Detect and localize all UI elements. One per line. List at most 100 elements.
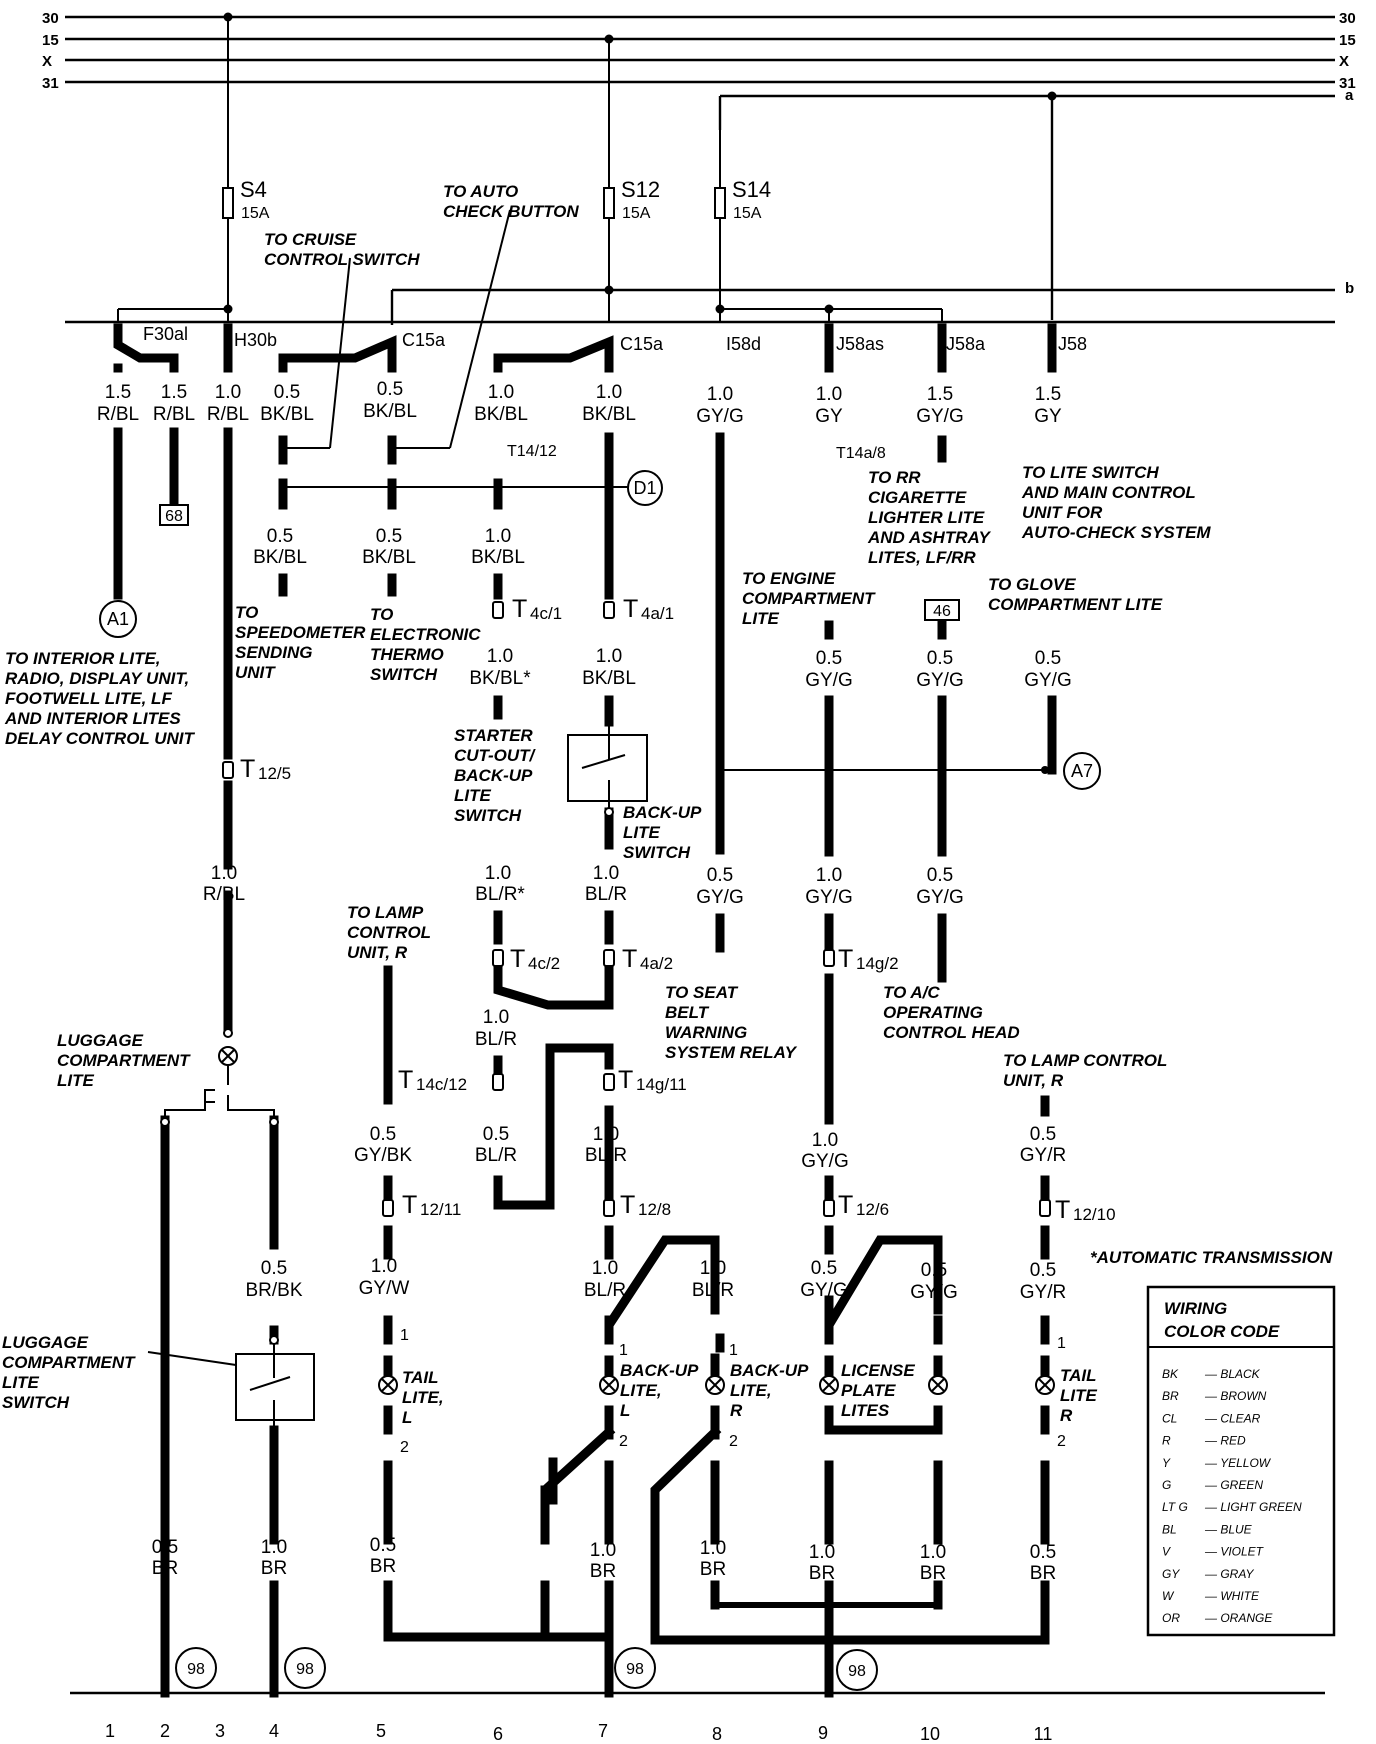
svg-text:2: 2 <box>1057 1433 1066 1450</box>
legend-name: — BLACK <box>1204 1367 1261 1381</box>
svg-text:1.5: 1.5 <box>161 382 187 403</box>
svg-text:UNIT FOR: UNIT FOR <box>1022 503 1103 522</box>
legend-code: CL <box>1162 1411 1177 1425</box>
svg-text:T: T <box>398 1066 413 1094</box>
svg-text:TO A/C: TO A/C <box>883 983 940 1002</box>
svg-text:LITE: LITE <box>623 823 660 842</box>
svg-text:CUT-OUT/: CUT-OUT/ <box>454 746 537 765</box>
legend-name: — BROWN <box>1204 1389 1267 1403</box>
svg-text:LITE: LITE <box>454 786 491 805</box>
svg-text:BR: BR <box>261 1558 287 1579</box>
svg-text:9: 9 <box>818 1723 828 1743</box>
svg-text:BELT: BELT <box>665 1003 710 1022</box>
svg-text:T: T <box>838 1191 853 1219</box>
svg-text:LITE,: LITE, <box>730 1381 772 1400</box>
svg-text:0.5: 0.5 <box>927 648 953 669</box>
svg-text:T: T <box>510 945 525 973</box>
svg-text:4: 4 <box>269 1721 279 1741</box>
wires <box>113 323 1057 1698</box>
svg-text:1.5: 1.5 <box>105 382 131 403</box>
svg-text:F30al: F30al <box>143 324 188 344</box>
svg-text:2: 2 <box>160 1721 170 1741</box>
svg-text:0.5: 0.5 <box>376 526 402 547</box>
svg-text:GY/G: GY/G <box>916 670 964 691</box>
svg-text:UNIT: UNIT <box>235 663 276 682</box>
svg-text:BR: BR <box>1030 1563 1056 1584</box>
svg-text:1.0: 1.0 <box>809 1542 835 1563</box>
svg-text:GY/G: GY/G <box>696 406 744 427</box>
svg-text:J58as: J58as <box>836 334 884 354</box>
svg-text:2: 2 <box>619 1433 628 1450</box>
svg-text:T: T <box>240 755 255 783</box>
svg-text:1.5: 1.5 <box>1035 384 1061 405</box>
svg-text:GY/BK: GY/BK <box>354 1145 412 1166</box>
terminal-labels: F30al H30b C15a C15a I58d J58as J58a J58 <box>143 324 1087 354</box>
svg-text:8: 8 <box>712 1724 722 1744</box>
svg-text:GY/R: GY/R <box>1020 1282 1066 1303</box>
svg-text:CONTROL: CONTROL <box>347 923 431 942</box>
svg-text:14c/12: 14c/12 <box>416 1075 467 1094</box>
svg-text:BR: BR <box>152 1558 178 1579</box>
svg-text:BR/BK: BR/BK <box>245 1280 302 1301</box>
svg-text:CONTROL SWITCH: CONTROL SWITCH <box>264 250 420 269</box>
svg-text:TO LITE SWITCH: TO LITE SWITCH <box>1022 463 1159 482</box>
legend-code: OR <box>1162 1611 1180 1625</box>
svg-text:T: T <box>620 1191 635 1219</box>
svg-text:BR: BR <box>700 1559 726 1580</box>
svg-text:GY/G: GY/G <box>805 670 853 691</box>
svg-text:2: 2 <box>729 1433 738 1450</box>
svg-text:1.0: 1.0 <box>593 863 619 884</box>
svg-text:TO SEAT: TO SEAT <box>665 983 739 1002</box>
svg-text:CONTROL HEAD: CONTROL HEAD <box>883 1023 1020 1042</box>
svg-text:BK/BL: BK/BL <box>260 404 314 425</box>
svg-text:R: R <box>1060 1406 1073 1425</box>
svg-text:CIGARETTE: CIGARETTE <box>868 488 967 507</box>
svg-text:STARTER: STARTER <box>454 726 533 745</box>
svg-text:J58: J58 <box>1058 334 1087 354</box>
svg-text:AND INTERIOR LITES: AND INTERIOR LITES <box>4 709 181 728</box>
svg-text:0.5: 0.5 <box>274 382 300 403</box>
legend-name: — WHITE <box>1204 1589 1260 1603</box>
svg-text:AND ASHTRAY: AND ASHTRAY <box>867 528 991 547</box>
svg-text:UNIT, R: UNIT, R <box>347 943 408 962</box>
svg-text:0.5: 0.5 <box>811 1258 837 1279</box>
svg-text:C15a: C15a <box>402 330 446 350</box>
svg-text:DELAY CONTROL UNIT: DELAY CONTROL UNIT <box>5 729 196 748</box>
connector-labels: T14/12 T14a/8 T 4c/1 T 4a/1 T 12/5 T 4c/… <box>222 443 1116 1224</box>
svg-text:T: T <box>622 945 637 973</box>
svg-text:5: 5 <box>376 1721 386 1741</box>
svg-text:J58a: J58a <box>946 334 986 354</box>
svg-text:BACK-UP: BACK-UP <box>454 766 533 785</box>
svg-text:0.5: 0.5 <box>483 1124 509 1145</box>
wire-labels-top: 1.5 R/BL 1.5 R/BL 1.0 R/BL 0.5 BK/BL 0.5… <box>97 379 1062 427</box>
svg-text:1: 1 <box>1057 1335 1066 1352</box>
svg-text:TO LAMP CONTROL: TO LAMP CONTROL <box>1003 1051 1167 1070</box>
fuse-s12: S12 <box>621 177 660 202</box>
svg-text:I58d: I58d <box>726 334 761 354</box>
svg-text:11: 11 <box>1034 1724 1053 1744</box>
ref-a7: A7 <box>1071 761 1093 781</box>
svg-text:0.5: 0.5 <box>1030 1542 1056 1563</box>
svg-text:12/6: 12/6 <box>856 1200 889 1219</box>
fuse-labels: S4 15A S12 15A S14 15A <box>240 177 771 222</box>
svg-text:TO GLOVE: TO GLOVE <box>988 575 1076 594</box>
svg-text:L: L <box>620 1401 630 1420</box>
svg-text:T: T <box>838 945 853 973</box>
svg-text:BACK-UP: BACK-UP <box>730 1361 809 1380</box>
svg-text:31: 31 <box>42 75 59 92</box>
svg-text:4a/2: 4a/2 <box>640 954 673 973</box>
svg-text:1.0: 1.0 <box>816 384 842 405</box>
svg-text:LITE: LITE <box>57 1071 94 1090</box>
svg-text:0.5: 0.5 <box>707 865 733 886</box>
svg-text:SWITCH: SWITCH <box>454 806 522 825</box>
svg-text:BK/BL*: BK/BL* <box>469 668 531 689</box>
svg-text:LICENSE: LICENSE <box>841 1361 915 1380</box>
svg-text:GY/G: GY/G <box>910 1282 958 1303</box>
svg-text:X: X <box>42 53 52 70</box>
svg-text:1.0: 1.0 <box>920 1542 946 1563</box>
svg-text:GY/G: GY/G <box>1024 670 1072 691</box>
svg-text:T: T <box>618 1066 633 1094</box>
svg-text:1.0: 1.0 <box>596 646 622 667</box>
pin-labels: 1 2 1 2 1 2 1 2 <box>400 1327 1066 1456</box>
svg-text:12/10: 12/10 <box>1073 1205 1116 1224</box>
